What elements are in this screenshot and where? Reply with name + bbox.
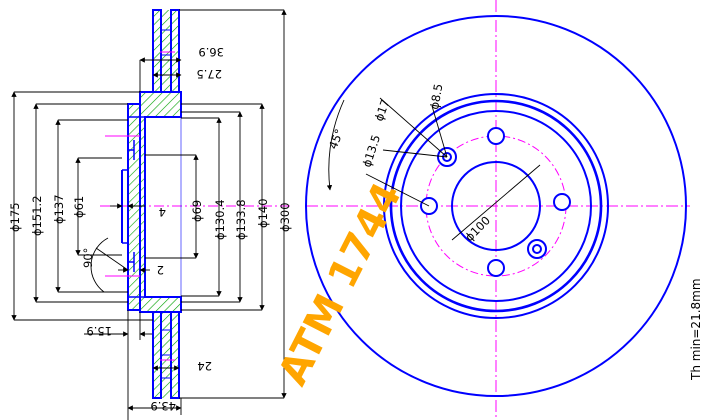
- label-d175: ϕ175: [8, 202, 22, 232]
- bolt-holes: [420, 127, 571, 277]
- label-d61: ϕ61: [72, 196, 86, 218]
- friction-ring-top: [152, 9, 180, 93]
- label-angle-90: 90°: [81, 248, 95, 268]
- bolt-hole: [553, 193, 571, 211]
- label-d140: ϕ140: [256, 198, 270, 228]
- label-d13-5: ϕ13.5: [360, 133, 384, 169]
- friction-inner-edge: [383, 93, 609, 319]
- label-d300: ϕ300: [278, 202, 292, 232]
- label-w27-5: 27.5: [196, 67, 222, 81]
- label-d137: ϕ137: [52, 194, 66, 224]
- label-d69: ϕ69: [190, 200, 204, 222]
- horizontal-dimension-lines: [84, 57, 182, 420]
- section-view: ϕ175 ϕ151.2 ϕ137 ϕ61 ϕ69 ϕ130.4 ϕ133.8 ϕ…: [8, 9, 292, 420]
- angle-90-leader: [95, 247, 129, 271]
- label-w43-9: 43.9: [150, 399, 176, 413]
- bolt-hole: [487, 259, 505, 277]
- label-w15-9: 15.9: [86, 324, 112, 338]
- bolt-center-marks: [105, 51, 175, 361]
- locating-hole: [532, 244, 542, 254]
- label-d130-4: ϕ130.4: [213, 199, 227, 240]
- center-bore: [451, 161, 541, 251]
- friction-ring-bottom: [152, 311, 180, 399]
- label-d151-2: ϕ151.2: [30, 195, 44, 236]
- hat-inner-edge: [400, 110, 592, 302]
- label-w2: 2: [157, 263, 164, 277]
- label-w24: 24: [197, 359, 212, 373]
- front-leaders: [326, 97, 541, 241]
- bolt-hole: [487, 127, 505, 145]
- vertical-dimension-lines: [11, 9, 287, 399]
- label-d17: ϕ17: [372, 97, 393, 123]
- label-d100: ϕ100: [462, 213, 493, 244]
- thickness-note: Th min=21.8mm: [689, 278, 703, 381]
- label-d133-8: ϕ133.8: [234, 199, 248, 240]
- locating-holes: [437, 147, 547, 259]
- label-angle-45: 45°: [326, 127, 347, 151]
- hub-section: [121, 91, 182, 313]
- label-w4: 4: [159, 205, 166, 219]
- label-w36-9: 36.9: [198, 45, 224, 59]
- angle-90-arc: [90, 237, 109, 293]
- hat-outer-edge: [389, 99, 603, 313]
- disc-outer-edge: [305, 15, 687, 397]
- label-d8-5: ϕ8.5: [427, 83, 445, 111]
